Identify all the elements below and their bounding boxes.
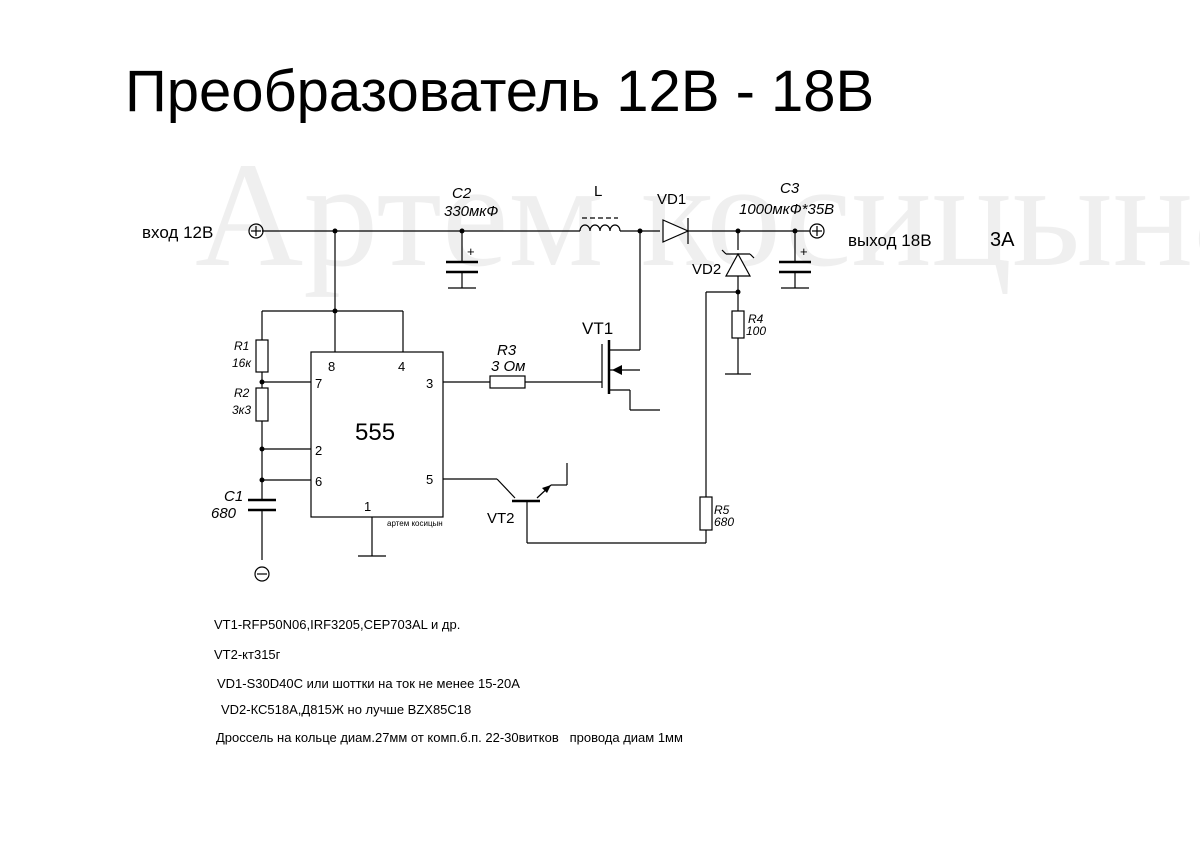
r5-value: 680 [714,515,734,529]
capacitor-c1 [248,498,276,512]
r2-value: 3к3 [232,403,251,417]
note-choke: Дроссель на кольце диам.27мм от комп.б.п… [216,730,683,745]
c2-value: 330мкФ [444,203,498,220]
r3-value: 3 Ом [491,358,525,375]
pin-4: 4 [398,359,405,374]
note-vd2: VD2-КС518А,Д815Ж но лучше BZX85C18 [221,702,471,717]
r3-ref: R3 [497,342,517,359]
junction-dots [259,228,798,483]
input-label: вход 12В [142,223,213,242]
notes-list: VT1-RFP50N06,IRF3205,CEP703AL и др. VT2-… [214,617,683,745]
c3-value: 1000мкФ*35В [739,201,834,218]
bjt-vt2 [512,485,551,505]
c2-ref: C2 [452,185,472,202]
watermark: Артем косицын83 [195,132,1200,298]
c1-ref: C1 [224,488,243,505]
mosfet-vt1 [601,340,640,394]
page-title: Преобразователь 12В - 18В [125,59,874,124]
note-vd1: VD1-S30D40C или шоттки на ток не менее 1… [217,676,520,691]
vt2-ref: VT2 [487,510,515,527]
output-current: 3А [990,229,1015,251]
pin-8: 8 [328,359,335,374]
note-vt1: VT1-RFP50N06,IRF3205,CEP703AL и др. [214,617,460,632]
ic-author: артем косицын [387,519,443,528]
ic-555 [310,351,444,518]
r1-value: 16к [232,356,252,370]
vd2-ref: VD2 [692,261,721,278]
input-terminal-plus-icon [248,223,264,239]
vd1-ref: VD1 [657,191,686,208]
pin-3: 3 [426,376,433,391]
output-terminal-plus-icon [809,223,825,239]
c3-plus: + [800,244,808,259]
resistor-r2 [255,387,269,422]
vt1-ref: VT1 [582,319,613,338]
c2-plus: + [467,244,475,259]
c1-value: 680 [211,505,237,522]
capacitor-c3 [779,260,811,274]
note-vt2: VT2-кт315г [214,647,281,662]
pin-1: 1 [364,499,371,514]
r5-ref: R5 [714,503,730,517]
r4-ref: R4 [748,312,764,326]
resistor-r1 [255,339,269,373]
resistor-r5 [699,496,713,531]
pin-7: 7 [315,376,322,391]
output-label: выход 18В [848,231,932,250]
l-ref: L [594,183,602,200]
diode-vd1 [662,218,690,244]
zener-vd2 [721,249,755,277]
inductor-l [579,217,621,232]
resistor-r3 [489,375,526,389]
r1-ref: R1 [234,339,249,353]
pin-5: 5 [426,472,433,487]
r2-ref: R2 [234,386,250,400]
pin-2: 2 [315,443,322,458]
r4-value: 100 [746,324,766,338]
ic-label: 555 [355,419,395,446]
capacitor-c2 [446,260,478,274]
resistor-r4 [731,310,745,339]
ground-terminal-minus-icon [254,566,270,582]
c3-ref: C3 [780,180,800,197]
pin-6: 6 [315,474,322,489]
